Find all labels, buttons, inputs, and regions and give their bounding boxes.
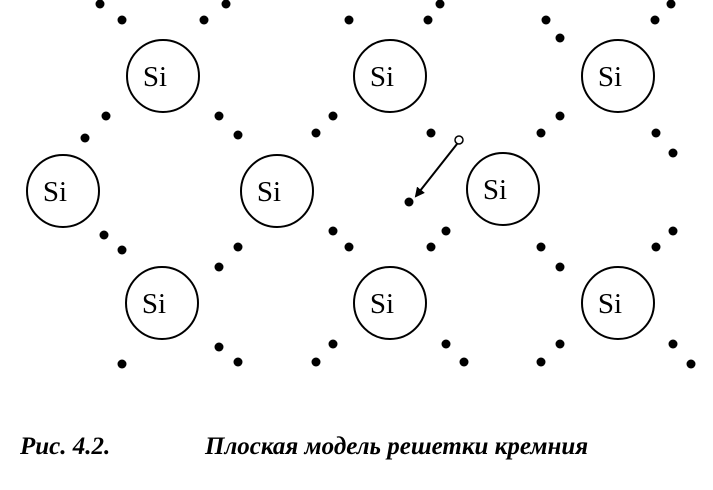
valence-electron	[344, 15, 354, 25]
valence-electron	[555, 339, 565, 349]
atom-label: Si	[370, 288, 394, 320]
valence-electron	[668, 339, 678, 349]
valence-electron	[99, 230, 109, 240]
valence-electron	[328, 339, 338, 349]
valence-electron	[541, 15, 551, 25]
valence-electron	[80, 133, 90, 143]
valence-electron	[214, 111, 224, 121]
valence-electron	[426, 242, 436, 252]
silicon-atom	[353, 266, 427, 340]
valence-electron	[423, 15, 433, 25]
valence-electron	[536, 242, 546, 252]
valence-electron	[555, 33, 565, 43]
silicon-atom	[240, 154, 314, 228]
valence-electron	[555, 262, 565, 272]
valence-electron	[214, 262, 224, 272]
valence-electron	[117, 15, 127, 25]
valence-electron	[328, 226, 338, 236]
valence-electron	[233, 242, 243, 252]
valence-electron	[686, 359, 696, 369]
hole-migration	[404, 135, 464, 207]
caption-number: Рис. 4.2.	[20, 433, 111, 460]
hole-migration-arrow	[414, 143, 458, 198]
silicon-atom	[581, 266, 655, 340]
valence-electron	[666, 0, 676, 9]
valence-electron	[221, 0, 231, 9]
atom-label: Si	[598, 61, 622, 93]
valence-electron	[651, 242, 661, 252]
atom-label: Si	[598, 288, 622, 320]
valence-electron	[117, 245, 127, 255]
figure-caption: Рис. 4.2. Плоская модель решетки кремния	[20, 433, 710, 469]
valence-electron	[117, 359, 127, 369]
valence-electron	[441, 339, 451, 349]
valence-electron	[536, 128, 546, 138]
silicon-atom	[126, 39, 200, 113]
atom-label: Si	[142, 288, 166, 320]
valence-electron	[233, 130, 243, 140]
valence-electron	[650, 15, 660, 25]
hole-marker	[454, 135, 464, 145]
valence-electron	[441, 226, 451, 236]
atom-label: Si	[257, 176, 281, 208]
valence-electron	[214, 342, 224, 352]
valence-electron	[233, 357, 243, 367]
silicon-atom	[26, 154, 100, 228]
valence-electron	[344, 242, 354, 252]
valence-electron	[668, 148, 678, 158]
valence-electron	[426, 128, 436, 138]
silicon-atom	[466, 152, 540, 226]
atom-label: Si	[43, 176, 67, 208]
valence-electron	[101, 111, 111, 121]
caption-title: Плоская модель решетки кремния	[205, 433, 589, 460]
valence-electron	[555, 111, 565, 121]
atom-label: Si	[143, 61, 167, 93]
atom-label: Si	[483, 174, 507, 206]
valence-electron	[328, 111, 338, 121]
silicon-atom	[353, 39, 427, 113]
valence-electron	[199, 15, 209, 25]
valence-electron	[311, 357, 321, 367]
moving-electron	[404, 197, 414, 207]
silicon-atom	[125, 266, 199, 340]
valence-electron	[536, 357, 546, 367]
atom-label: Si	[370, 61, 394, 93]
valence-electron	[435, 0, 445, 9]
valence-electron	[311, 128, 321, 138]
bond-electrons	[80, 0, 696, 369]
silicon-atom	[581, 39, 655, 113]
valence-electron	[459, 357, 469, 367]
valence-electron	[651, 128, 661, 138]
valence-electron	[95, 0, 105, 9]
valence-electron	[668, 226, 678, 236]
